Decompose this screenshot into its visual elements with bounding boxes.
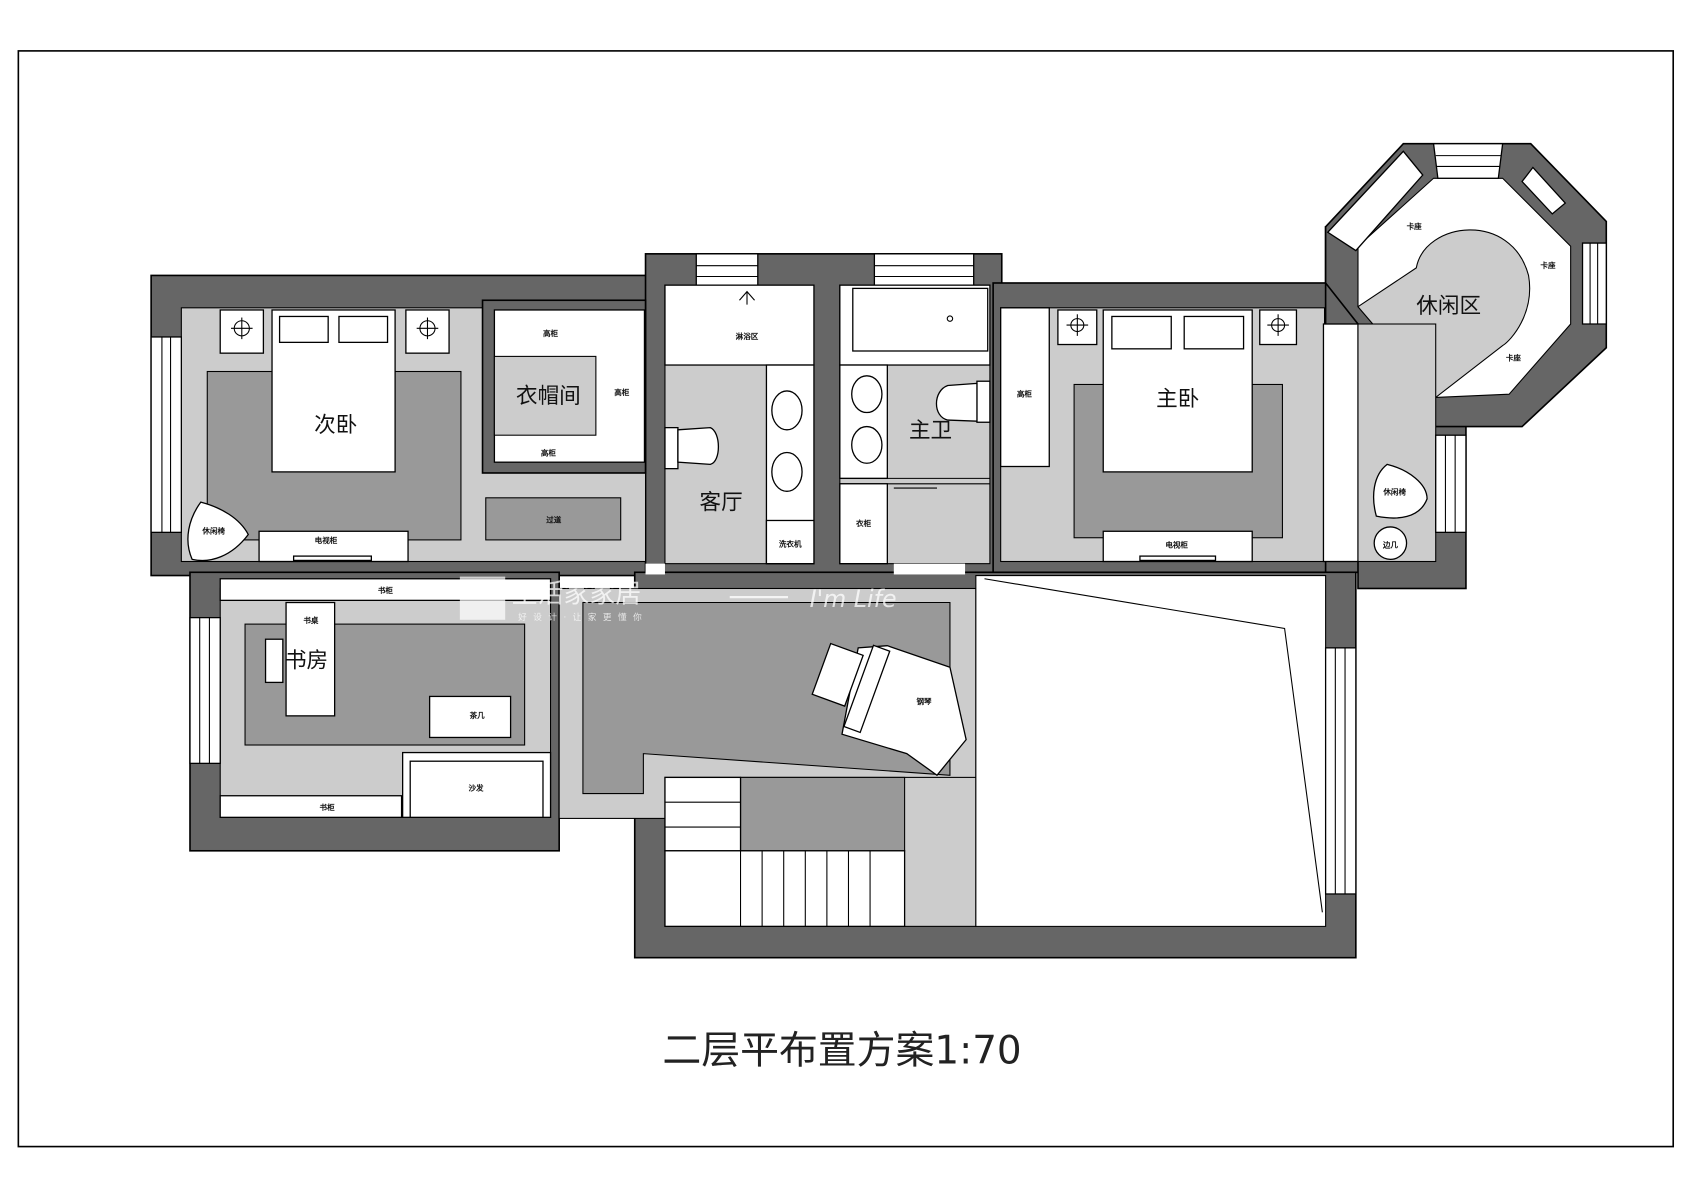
chair xyxy=(264,638,284,684)
desk xyxy=(285,601,336,717)
label-tv-cabinet: 电视柜 xyxy=(315,535,338,545)
tall-cabinet xyxy=(1000,307,1050,468)
label-booth: 卡座 xyxy=(1407,221,1423,231)
room-label-master-bedroom: 主卧 xyxy=(1156,387,1199,412)
label-washer: 洗衣机 xyxy=(779,538,802,548)
lounge-chair xyxy=(187,501,250,562)
guest-bathroom: 淋浴区 洗衣机 客厅 xyxy=(664,253,815,565)
label-tall-cabinet: 高柜 xyxy=(543,328,559,338)
label-booth: 卡座 xyxy=(1506,353,1522,363)
study: 书柜 书桌 书房 茶几 沙发 书柜 xyxy=(189,578,552,818)
piano: 钢琴 xyxy=(811,642,967,777)
toilet xyxy=(935,382,978,422)
corridor-block xyxy=(485,497,622,541)
washer xyxy=(765,519,815,565)
hall: 钢琴 xyxy=(558,563,1357,928)
label-tall-cabinet: 高柜 xyxy=(614,387,630,397)
room-label-master-bath: 主卫 xyxy=(909,418,952,443)
second-bedroom: 次卧 电视柜 休闲椅 衣帽间 高柜 高柜 高柜 过道 xyxy=(150,299,647,563)
master-bathroom: 主卫 衣柜 xyxy=(839,253,991,565)
shower xyxy=(664,284,815,366)
stairs xyxy=(664,776,906,928)
bathtub xyxy=(852,287,989,352)
label-wardrobe: 衣柜 xyxy=(856,518,872,528)
window xyxy=(695,253,759,287)
label-tall-cabinet: 高柜 xyxy=(1017,388,1033,398)
room-label-cloakroom: 衣帽间 xyxy=(516,384,581,409)
label-lounge-chair: 休闲椅 xyxy=(201,525,225,535)
room-label-study: 书房 xyxy=(285,648,328,673)
nightstand xyxy=(219,309,265,354)
label-shower: 淋浴区 xyxy=(736,331,759,341)
side-table xyxy=(1373,526,1408,560)
label-tall-cabinet: 高柜 xyxy=(541,448,557,458)
tea-table xyxy=(428,695,512,739)
label-booth: 卡座 xyxy=(1540,260,1556,270)
window xyxy=(189,616,221,765)
window xyxy=(1435,434,1467,533)
label-tea-table: 茶几 xyxy=(469,710,486,720)
window xyxy=(873,253,975,287)
window xyxy=(150,336,183,533)
drawing-frame xyxy=(17,50,1675,1148)
label-corridor: 过道 xyxy=(546,515,562,525)
room-label-leisure: 休闲区 xyxy=(1416,294,1481,319)
wardrobe xyxy=(839,483,888,565)
watermark-script: I'm Life xyxy=(810,585,897,613)
label-lounge-chair: 休闲椅 xyxy=(1382,487,1406,497)
master-bedroom: 高柜 主卧 电视柜 休闲椅 边几 xyxy=(1000,307,1467,563)
octagon-windows xyxy=(1326,143,1607,325)
room-label-guest-bath: 客厅 xyxy=(700,491,743,516)
toilet xyxy=(677,426,720,465)
label-bookcase: 书柜 xyxy=(378,585,394,595)
room-label-second-bedroom: 次卧 xyxy=(314,413,357,438)
void-area xyxy=(975,574,1327,927)
label-desk: 书桌 xyxy=(303,615,319,625)
label-sofa: 沙发 xyxy=(468,782,484,792)
bookcase xyxy=(219,795,403,818)
watermark-slogan: 好设计·让家更懂你 xyxy=(518,611,648,623)
drawing-title: 二层平布置方案1:70 xyxy=(662,1028,1021,1073)
watermark-brand: 生活家家居 xyxy=(512,580,641,610)
label-tv-cabinet: 电视柜 xyxy=(1165,539,1188,549)
label-piano: 钢琴 xyxy=(916,696,932,706)
watermark: 生活家家居 好设计·让家更懂你 I'm Life xyxy=(459,576,897,623)
lounge-chair xyxy=(1373,463,1428,519)
label-side-table: 边几 xyxy=(1382,539,1399,549)
label-bookcase: 书柜 xyxy=(320,802,336,812)
piano-bench xyxy=(811,642,864,707)
window xyxy=(1324,647,1357,895)
